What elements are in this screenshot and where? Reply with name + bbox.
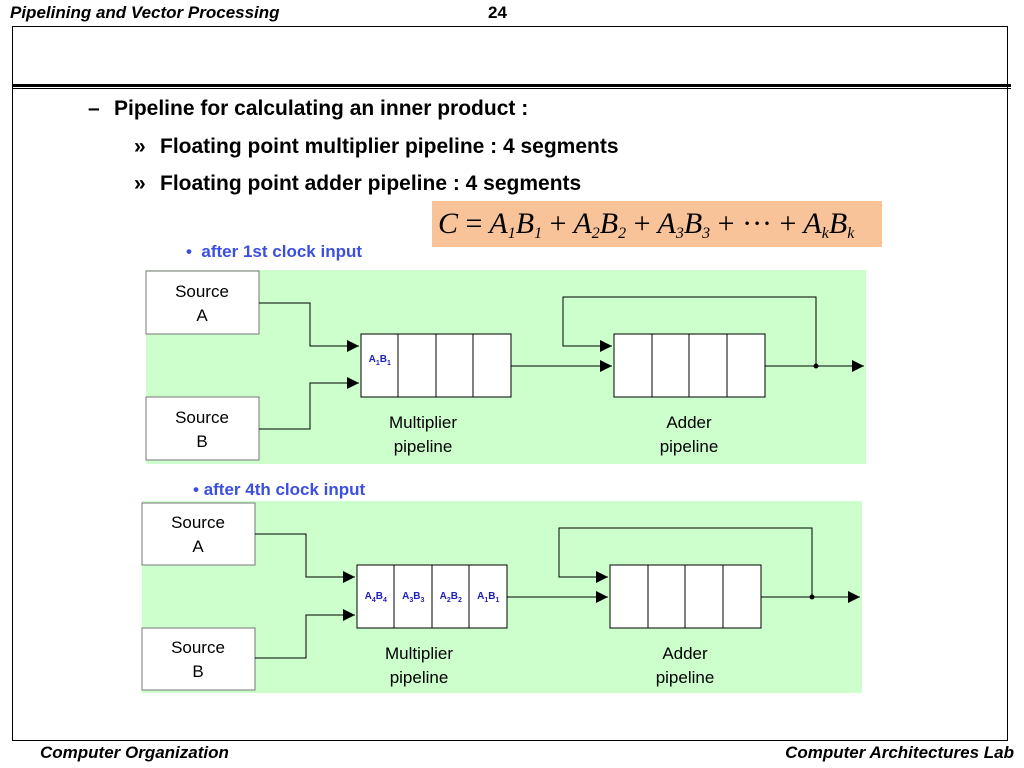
multiplier-pipeline: A1B1 bbox=[360, 333, 512, 398]
caption-bullet: • bbox=[193, 480, 199, 499]
bullet-multiplier: » Floating point multiplier pipeline : 4 … bbox=[134, 135, 619, 159]
pipeline-diagram-1: Source A Source B A1B1 Multiplier pipeli… bbox=[145, 270, 866, 464]
content-frame bbox=[12, 26, 1008, 741]
multiplier-label-2: pipeline bbox=[390, 668, 449, 687]
source-b-label-1: Source bbox=[175, 408, 229, 427]
header-rule-thin bbox=[12, 88, 1011, 89]
adder-label-2: pipeline bbox=[656, 668, 715, 687]
source-b-label-2: B bbox=[192, 662, 203, 681]
adder-label-1: Adder bbox=[666, 413, 712, 432]
inner-product-formula: C = A1B1 + A2B2 + A3B3 + ··· + AkBk bbox=[432, 201, 882, 247]
segment-label-a1b1: A1B1 bbox=[369, 354, 391, 367]
bullet-text: Pipeline for calculating an inner produc… bbox=[114, 97, 529, 120]
bullet-inner-product: –Pipeline for calculating an inner produ… bbox=[88, 97, 528, 121]
multiplier-label-2: pipeline bbox=[394, 437, 453, 456]
source-a-label-2: A bbox=[192, 537, 204, 556]
source-b-label-1: Source bbox=[171, 638, 225, 657]
bullet-text: Floating point adder pipeline : 4 segmen… bbox=[160, 172, 582, 195]
source-a-box bbox=[141, 502, 256, 566]
source-a-label-2: A bbox=[196, 306, 208, 325]
wire-feedback bbox=[558, 527, 813, 597]
wire-source-a bbox=[255, 533, 355, 583]
source-b-label-2: B bbox=[196, 432, 207, 451]
caption-bullet: • bbox=[186, 242, 192, 261]
page-number: 24 bbox=[488, 3, 507, 22]
adder-label-2: pipeline bbox=[660, 437, 719, 456]
bullet-text: Floating point multiplier pipeline : 4 s… bbox=[160, 135, 619, 158]
caption-after-1st-clock: • after 1st clock input bbox=[186, 242, 362, 262]
multiplier-label-1: Multiplier bbox=[389, 413, 457, 432]
chevron-marker: » bbox=[134, 172, 146, 195]
header-rule-thick bbox=[12, 84, 1011, 87]
source-b-box bbox=[141, 627, 256, 691]
multiplier-pipeline: A4B4 A3B3 A2B2 A1B1 bbox=[356, 564, 508, 629]
footer-right: Computer Architectures Lab bbox=[785, 743, 1014, 762]
segment-label-a3b3: A3B3 bbox=[402, 591, 424, 604]
source-a-label-1: Source bbox=[175, 282, 229, 301]
dash-marker: – bbox=[88, 97, 100, 120]
source-a-label-1: Source bbox=[171, 513, 225, 532]
chevron-marker: » bbox=[134, 135, 146, 158]
source-a-box bbox=[145, 270, 260, 335]
footer-left: Computer Organization bbox=[40, 743, 229, 762]
segment-label-a4b4: A4B4 bbox=[365, 591, 387, 604]
wire-source-a bbox=[259, 302, 359, 352]
caption-after-4th-clock: • after 4th clock input bbox=[193, 480, 365, 500]
wire-source-b bbox=[255, 609, 355, 659]
wire-source-b bbox=[259, 377, 359, 430]
caption-text: after 4th clock input bbox=[203, 480, 366, 499]
header-title: Pipelining and Vector Processing bbox=[10, 3, 280, 22]
pipeline-diagram-2: Source A Source B A4B4 A3B3 A2B2 A1B1 Multi… bbox=[141, 501, 862, 693]
adder-label-1: Adder bbox=[662, 644, 708, 663]
wire-feedback bbox=[562, 296, 817, 366]
caption-text: after 1st clock input bbox=[201, 242, 363, 261]
multiplier-label-1: Multiplier bbox=[385, 644, 453, 663]
segment-label-a1b1: A1B1 bbox=[477, 591, 499, 604]
segment-label-a2b2: A2B2 bbox=[440, 591, 462, 604]
source-b-box bbox=[145, 396, 260, 461]
bullet-adder: » Floating point adder pipeline : 4 segme… bbox=[134, 172, 581, 196]
